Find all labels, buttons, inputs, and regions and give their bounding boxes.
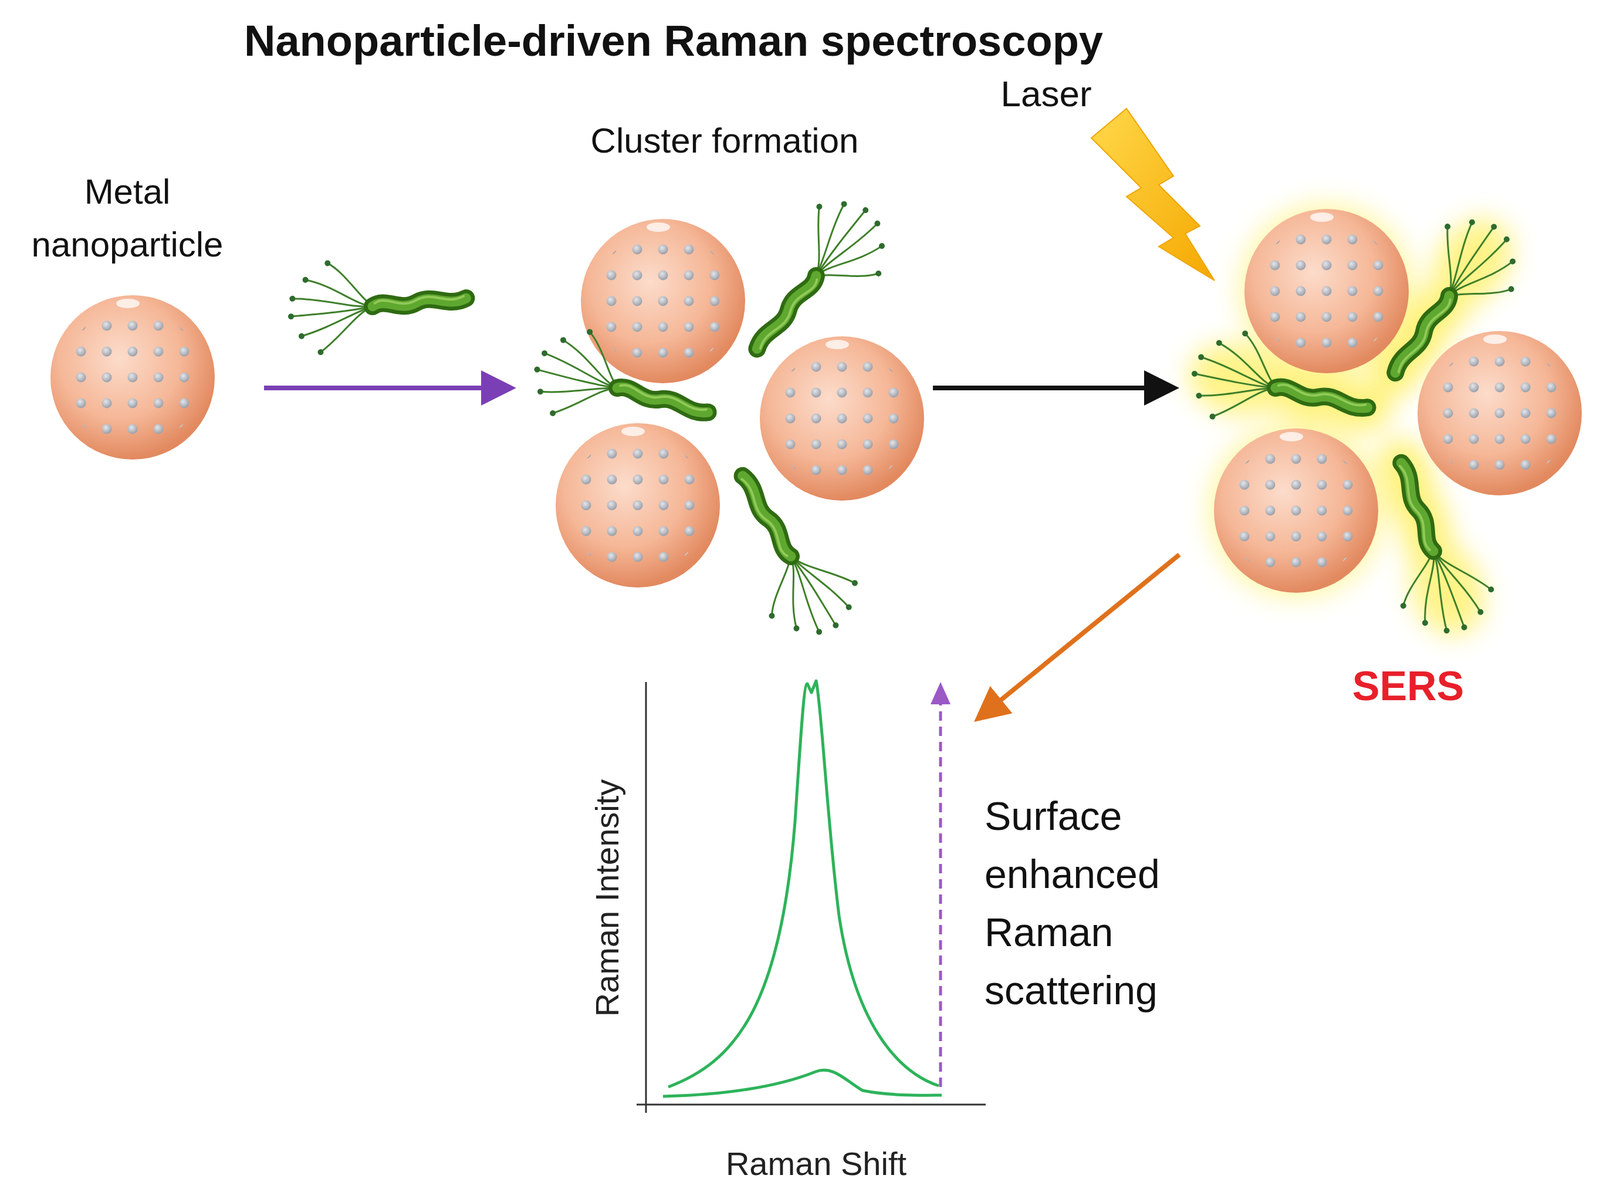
flow-arrow [992,554,1180,708]
metal-nanoparticle [1244,208,1409,374]
bacterium [722,181,909,381]
illustration-group: Cluster formation [516,111,933,611]
bacterium [523,317,722,455]
metal-nanoparticle [1417,330,1582,496]
laser-bolt [1091,108,1215,281]
metal-nanoparticle [580,218,746,384]
enhancement-arrow [939,701,943,1087]
illustration-group: Raman IntensityRaman Shift [574,668,974,1197]
metal-nanoparticle [50,295,215,460]
bacterium [1359,200,1539,402]
note-label: Surface enhanced Raman scattering [984,786,1220,1020]
flow-arrow [264,385,493,391]
bacterium [283,248,470,358]
flow-arrow [932,385,1156,391]
axis-label: Raman Intensity [586,779,629,1017]
metal-nanoparticle [555,423,720,588]
axis-label: Raman Shift [640,1142,993,1185]
node-label: Cluster formation [519,117,930,164]
metal-nanoparticle [1213,428,1379,593]
metal-nanoparticle [759,336,925,501]
illustration-group: SERS [1179,193,1596,722]
bacterium [1354,447,1504,648]
raman-spectrum [662,1069,942,1097]
bacterium [1183,321,1379,451]
laser-label: Laser [958,70,1135,118]
illustration-group: Metal nanoparticle [11,164,265,470]
sers-spectrum [668,680,939,1087]
node-label: SERS [1290,659,1526,713]
node-label: Metal nanoparticle [9,165,245,272]
x-axis [636,1103,986,1106]
diagram-title: Nanoparticle-driven Raman spectroscopy [28,14,1319,68]
enhancement-arrowhead [930,681,951,705]
bacterium [699,452,873,655]
y-axis [645,681,648,1113]
glow [1208,422,1385,599]
